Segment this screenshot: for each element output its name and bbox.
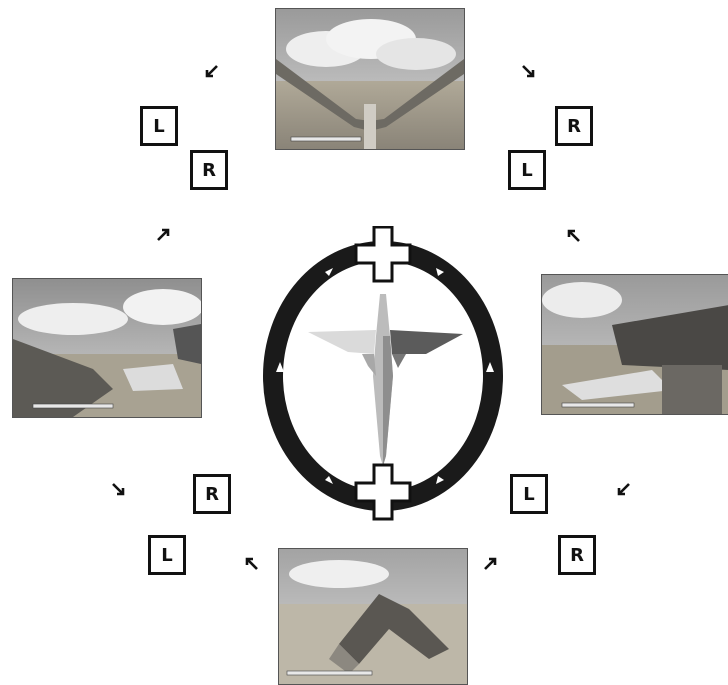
button-r-bottom-left: R [193,474,231,514]
button-r-top-left: R [190,150,228,190]
dpad-cross-icon [356,465,410,519]
button-l-top-right: L [508,150,546,190]
arrow-icon [111,482,127,498]
screenshot-right [541,274,728,415]
arrow-icon [203,64,219,80]
dragon-icon [308,294,463,466]
screenshot-top [275,8,465,150]
dpad-ring-diagram [258,226,508,526]
screenshot-bottom [278,548,468,685]
arrow-icon [565,227,581,243]
button-l-bottom-right: L [510,474,548,514]
arrow-icon [243,555,259,571]
button-r-bottom-right: R [558,535,596,575]
button-r-top-right: R [555,106,593,146]
button-l-top-left: L [140,106,178,146]
arrow-icon [156,226,172,242]
screenshot-left [12,278,202,418]
dpad-cross-icon [356,227,410,281]
arrow-icon [615,482,631,498]
button-l-bottom-left: L [148,535,186,575]
arrow-icon [521,64,537,80]
arrow-icon [483,555,499,571]
